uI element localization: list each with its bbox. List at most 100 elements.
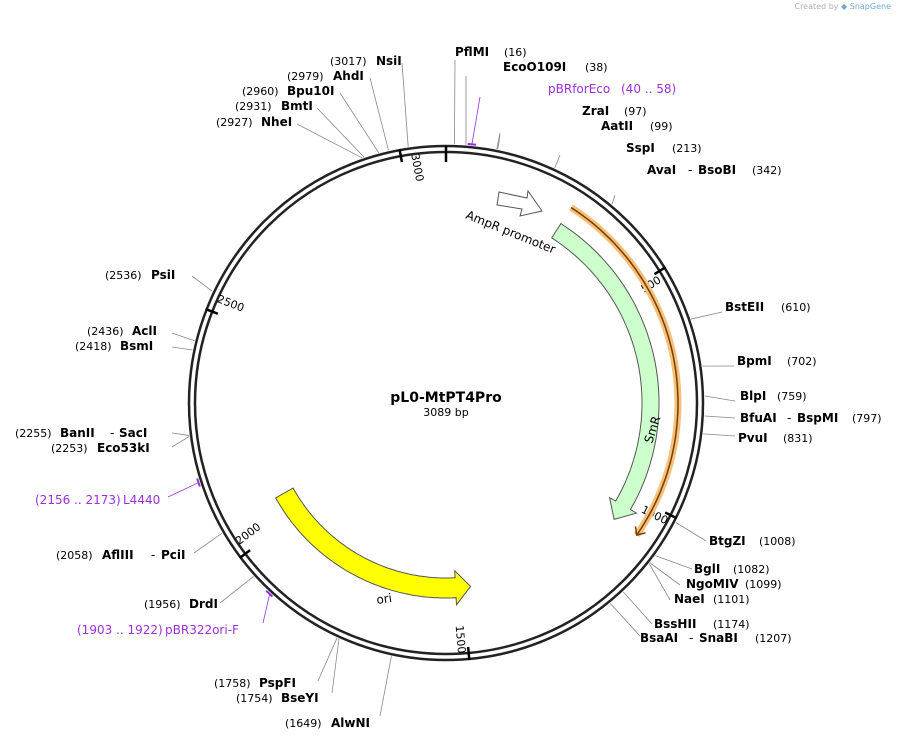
site-pos: (2536) <box>105 269 142 282</box>
site-name: Eco53kI <box>97 441 150 455</box>
leader-line <box>296 123 363 159</box>
site-name: PvuI <box>738 431 768 445</box>
site-name: AflIII <box>102 548 134 562</box>
site-pos: (2418) <box>75 340 112 353</box>
site-name: PflMI <box>455 45 489 59</box>
site-pos: (342) <box>752 164 782 177</box>
leader-line <box>454 59 456 145</box>
leader-line <box>609 603 641 637</box>
leader-lines <box>167 59 736 717</box>
leader-line <box>401 62 409 147</box>
site-pos: (1174) <box>713 618 750 631</box>
site-dash: - <box>688 163 692 177</box>
tick-mark <box>664 511 678 520</box>
site-name: BseYI <box>281 691 319 705</box>
site-pos: (38) <box>585 61 608 74</box>
leader-line <box>554 154 561 169</box>
leader-line <box>655 555 693 570</box>
tick-label: 3000 <box>408 153 426 183</box>
snapgene-credit: Created by ◆ SnapGene <box>794 2 891 11</box>
primer-label-l4440: L4440 <box>123 493 160 507</box>
leader-line <box>331 638 340 694</box>
leader-line <box>339 92 380 154</box>
leader-line <box>703 433 736 437</box>
leader-line <box>496 132 501 150</box>
site-name: BsaAI <box>640 631 678 645</box>
tick-mark <box>466 646 471 661</box>
plasmid-length: 3089 bp <box>423 406 468 419</box>
leader-line <box>471 96 481 146</box>
site-pos: (213) <box>672 142 702 155</box>
site-name-2: BsoBI <box>698 163 736 177</box>
site-dash: - <box>110 426 114 440</box>
tick-label: 1500 <box>453 625 468 654</box>
site-pos: (3017) <box>330 55 367 68</box>
leader-line <box>219 576 254 604</box>
tick-mark <box>205 307 219 315</box>
leader-line <box>690 311 723 320</box>
site-pos: (97) <box>624 105 647 118</box>
leader-line <box>675 522 707 542</box>
site-pos: (2931) <box>235 100 272 113</box>
site-name-2: SnaBI <box>699 631 738 645</box>
site-name: BtgZI <box>709 534 746 548</box>
site-pos: (2253) <box>51 442 88 455</box>
site-pos: (2255) <box>15 427 52 440</box>
plasmid-name: pL0-MtPT4Pro <box>390 390 502 406</box>
site-pos: (2960) <box>242 85 279 98</box>
site-name: BmtI <box>281 99 313 113</box>
site-pos: (2436) <box>87 325 124 338</box>
feature-arrow-ori <box>274 487 472 607</box>
site-name-2: PciI <box>161 548 186 562</box>
feature-label-ori: ori <box>375 591 392 607</box>
site-pos: (1101) <box>713 593 750 606</box>
site-name: ZraI <box>582 104 609 118</box>
feature-arrows <box>274 189 682 607</box>
leader-line <box>317 637 338 682</box>
site-name: AhdI <box>333 69 364 83</box>
site-pos: (1649) <box>285 717 322 730</box>
site-name: NaeI <box>674 592 705 606</box>
primer-range-pbr322ori-f: (1903 .. 1922) <box>77 623 163 637</box>
site-name: BssHII <box>654 617 696 631</box>
site-name: AclI <box>132 324 157 338</box>
site-name-2: BspMI <box>797 411 838 425</box>
feature-label-ampr-promoter: AmpR promoter <box>464 208 558 257</box>
site-name: AlwNI <box>331 716 370 730</box>
leader-line <box>648 563 671 601</box>
tick-label: 2500 <box>215 292 246 314</box>
leader-line <box>171 432 190 436</box>
site-pos: (2058) <box>56 549 93 562</box>
site-name: NheI <box>261 115 292 129</box>
site-pos: (797) <box>852 412 882 425</box>
site-labels: PflMI (16) EcoO109I (38) ZraI (97) AatII… <box>455 45 882 645</box>
credit-prefix: Created by <box>794 2 839 11</box>
site-name: BsmI <box>120 339 153 353</box>
site-pos: (1082) <box>733 563 770 576</box>
leader-line <box>704 395 736 402</box>
primer-label-pbr322ori-f: pBR322ori-F <box>165 623 239 637</box>
leader-line <box>497 134 501 150</box>
tick-mark <box>238 549 251 559</box>
primer-label-pbrforeco: pBRforEco <box>548 82 610 96</box>
site-name: BfuAI <box>740 411 777 425</box>
leader-line <box>704 415 736 419</box>
site-name: PspFI <box>259 676 296 690</box>
site-pos: (1754) <box>236 692 273 705</box>
site-name: BanII <box>60 426 95 440</box>
site-name: SspI <box>626 141 655 155</box>
site-name: NgoMIV <box>686 577 739 591</box>
primer-mark-pbr322ori-f <box>265 590 274 598</box>
leader-line <box>171 436 190 448</box>
leader-line <box>649 562 681 586</box>
tick-mark <box>398 148 404 163</box>
tick-mark <box>653 266 667 276</box>
site-pos: (2979) <box>287 70 324 83</box>
credit-brand: SnapGene <box>849 2 891 11</box>
site-name: AvaI <box>647 163 676 177</box>
tick-label: 2000 <box>233 520 263 547</box>
site-name: NsiI <box>376 54 402 68</box>
site-pos: (831) <box>783 432 813 445</box>
site-pos: (99) <box>650 120 673 133</box>
